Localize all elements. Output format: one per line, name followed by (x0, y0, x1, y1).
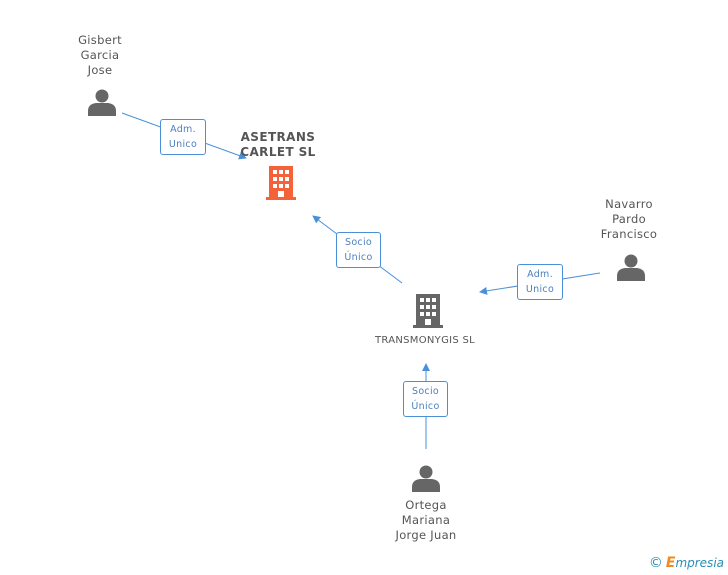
company-label-transmonygis[interactable]: TRANSMONYGIS SL (374, 335, 476, 346)
brand-e: E (665, 555, 676, 571)
relation-line2: Único (344, 252, 373, 263)
company-label-asetrans[interactable]: ASETRANS CARLET SL (240, 130, 316, 159)
brand-rest: mpresia (675, 556, 724, 570)
relation-box-socio-unico[interactable]: Socio Único (403, 381, 448, 417)
empresia-logo[interactable]: ©Empresia (649, 555, 724, 571)
relation-box-socio-unico[interactable]: Socio Único (336, 232, 381, 268)
person-icon[interactable] (88, 89, 116, 117)
person-label-ortega[interactable]: Ortega Mariana Jorge Juan (395, 498, 457, 542)
copyright-symbol: © (648, 555, 663, 571)
person-icon[interactable] (617, 254, 645, 282)
relation-line1: Adm. (527, 269, 553, 280)
relation-line1: Socio (344, 237, 373, 248)
relation-line1: Adm. (170, 124, 196, 135)
relation-line2: Único (411, 401, 440, 412)
building-icon[interactable] (266, 166, 296, 200)
person-label-gisbert[interactable]: Gisbert Garcia Jose (78, 33, 122, 77)
person-icon[interactable] (412, 465, 440, 493)
relation-box-adm-unico[interactable]: Adm. Unico (517, 264, 563, 300)
relation-line2: Unico (525, 284, 555, 295)
relation-box-adm-unico[interactable]: Adm. Unico (160, 119, 206, 155)
building-icon[interactable] (413, 294, 443, 328)
relation-line1: Socio (411, 386, 440, 397)
relation-line2: Unico (168, 139, 198, 150)
person-label-navarro[interactable]: Navarro Pardo Francisco (600, 197, 658, 241)
